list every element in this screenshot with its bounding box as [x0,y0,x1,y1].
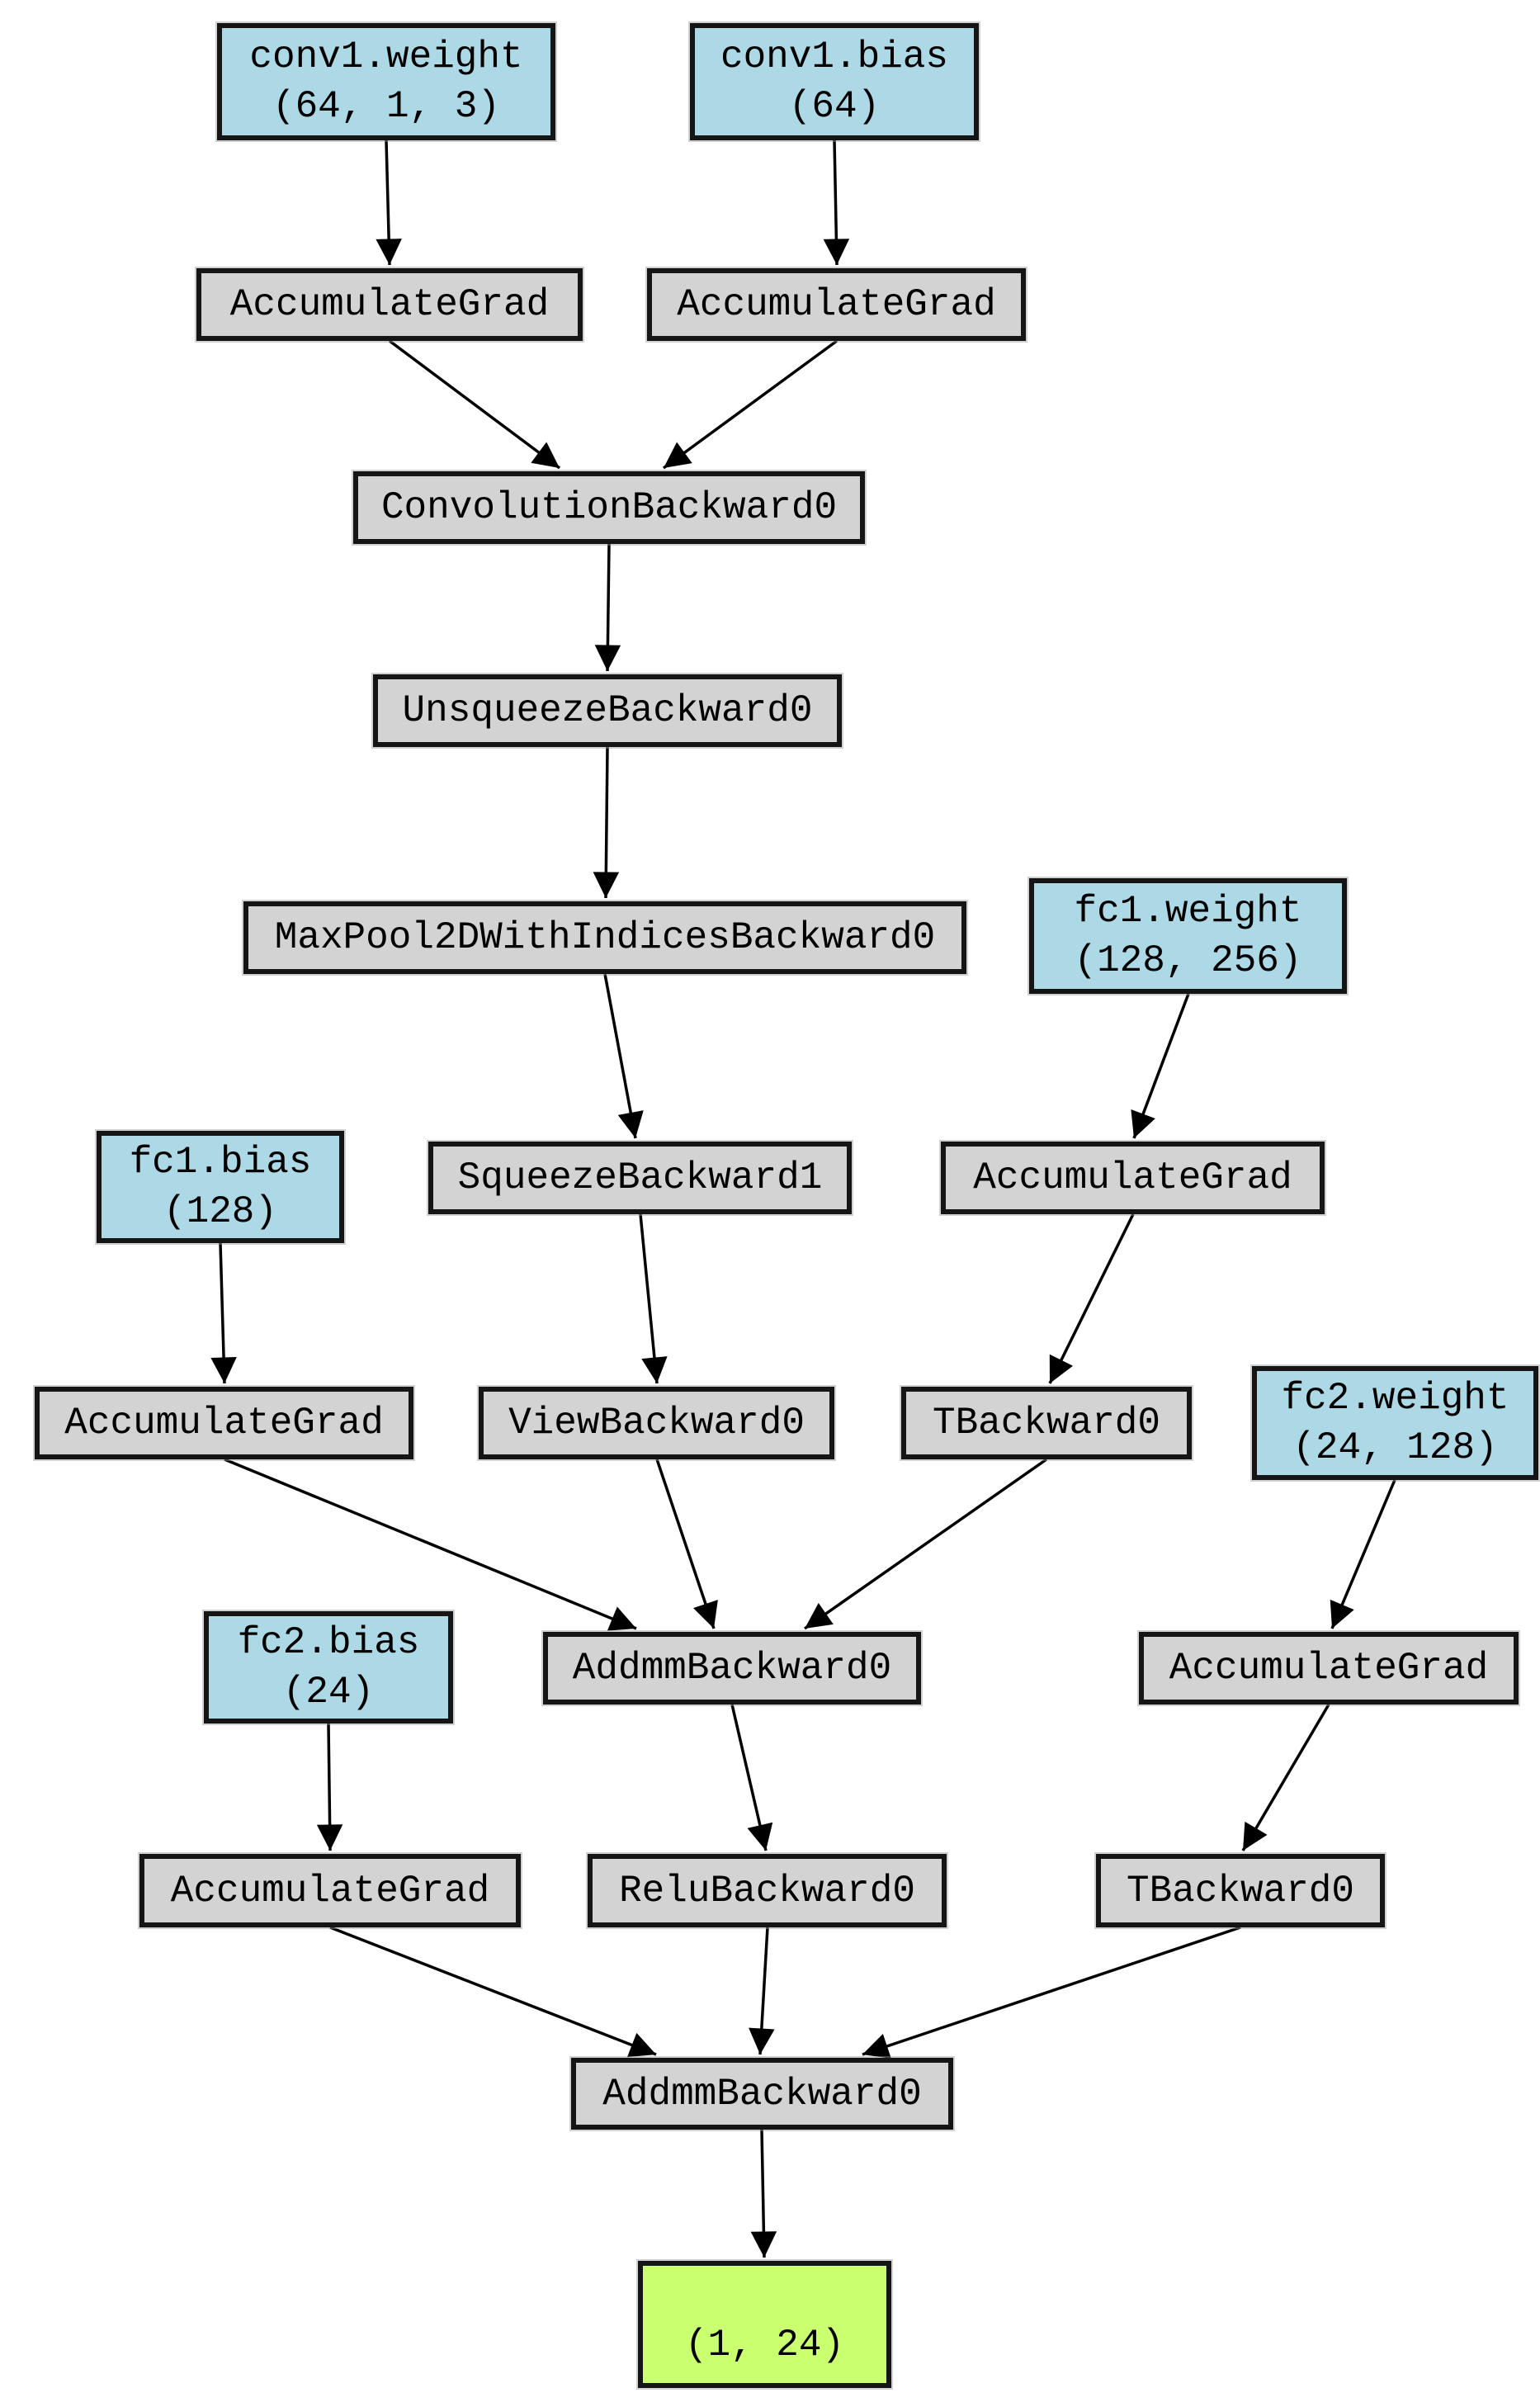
edge-convolutionbackward-to-unsqueeze [594,543,621,672]
node-label: AddmmBackward0 [602,2072,922,2116]
edge-tbackward-to-addmm2-right [862,1926,1241,2059]
edge-fc1-weight-to-accgrad [1131,993,1190,1139]
edge-conv1-bias-to-accgrad [823,139,850,266]
node-shape: (128) [163,1190,278,1233]
edge-tbackward-to-addmm1-right [803,1458,1048,1630]
node-maxpool2d-backward: MaxPool2DWithIndicesBackward0 [243,901,966,974]
edge-view-to-addmm1 [655,1459,718,1629]
node-fc1-bias: fc1.bias (128) [97,1131,344,1243]
node-shape: (24) [282,1671,375,1714]
node-shape: (64, 1, 3) [272,85,501,128]
node-output-tensor: (1, 24) [638,2261,891,2388]
node-squeeze-backward: SqueezeBackward1 [428,1142,852,1214]
node-accumulategrad-fc1-weight: AccumulateGrad [941,1142,1325,1214]
node-conv1-weight: conv1.weight (64, 1, 3) [217,23,555,140]
edge-accgrad-to-convolutionbackward-right [662,339,838,470]
edge-relu-to-addmm2 [749,1927,775,2055]
edge-accgrad-to-tbackward-fc1 [1048,1213,1135,1384]
node-t-backward-fc2: TBackward0 [1096,1854,1385,1927]
node-label: fc2.bias [237,1621,420,1664]
edge-accgrad-to-addmm1-left [224,1458,637,1631]
node-addmm-backward-2: AddmmBackward0 [571,2058,953,2130]
node-label: TBackward0 [1126,1869,1355,1913]
node-unsqueeze-backward: UnsqueezeBackward0 [373,674,842,747]
node-addmm-backward-1: AddmmBackward0 [543,1632,921,1705]
node-fc2-bias: fc2.bias (24) [204,1611,453,1723]
node-label: ReluBackward0 [619,1869,915,1913]
edge-accgrad-to-convolutionbackward-left [388,339,561,470]
node-conv1-bias: conv1.bias (64) [690,23,979,140]
edge-unsqueeze-to-maxpool [593,746,620,899]
node-fc2-weight: fc2.weight (24, 128) [1252,1366,1538,1480]
node-label: ViewBackward0 [508,1402,805,1445]
node-label: AccumulateGrad [170,1869,490,1913]
node-label: fc1.bias [129,1141,312,1184]
edge-addmm1-to-relu [730,1704,773,1851]
node-label: TBackward0 [932,1402,1161,1445]
node-accumulategrad-fc1-bias: AccumulateGrad [35,1387,413,1459]
edge-addmm2-to-output [750,2129,777,2258]
node-label: AccumulateGrad [677,283,996,326]
edge-accgrad-to-addmm2-left [329,1926,657,2058]
edge-fc1-bias-to-accgrad [210,1242,237,1384]
node-fc1-weight: fc1.weight (128, 256) [1029,878,1347,994]
node-t-backward-fc1: TBackward0 [901,1387,1192,1459]
node-shape: (64) [788,85,881,128]
node-label: AddmmBackward0 [572,1647,892,1690]
node-shape: (24, 128) [1292,1426,1498,1469]
node-label: AccumulateGrad [973,1156,1292,1199]
node-label: fc1.weight [1074,890,1302,933]
node-label: conv1.bias [720,35,949,78]
node-accumulategrad-conv1-bias: AccumulateGrad [647,268,1026,341]
node-relu-backward: ReluBackward0 [588,1854,947,1927]
edge-maxpool-to-squeeze [603,973,644,1139]
node-label: (1, 24) [684,2324,845,2367]
node-label: fc2.weight [1281,1377,1509,1420]
node-label: SqueezeBackward1 [457,1156,823,1199]
edge-conv1-weight-to-accgrad [376,139,402,266]
node-label: AccumulateGrad [64,1402,384,1445]
node-label: MaxPool2DWithIndicesBackward0 [274,916,936,959]
node-accumulategrad-fc2-bias: AccumulateGrad [139,1854,521,1927]
edge-accgrad-to-tbackward-fc2 [1241,1704,1330,1851]
node-accumulategrad-conv1-weight: AccumulateGrad [196,268,583,341]
node-view-backward: ViewBackward0 [479,1387,834,1459]
node-label: AccumulateGrad [1169,1647,1489,1690]
edge-fc2-weight-to-accgrad [1330,1479,1396,1629]
node-label: ConvolutionBackward0 [380,486,838,529]
edge-squeeze-to-view [639,1213,668,1384]
edge-fc2-bias-to-accgrad [316,1723,343,1851]
node-label: AccumulateGrad [229,283,550,326]
node-convolution-backward: ConvolutionBackward0 [353,471,865,544]
node-label: UnsqueezeBackward0 [402,689,813,732]
node-label: conv1.weight [249,35,523,78]
node-accumulategrad-fc2-weight: AccumulateGrad [1139,1632,1519,1705]
node-shape: (128, 256) [1074,939,1302,982]
